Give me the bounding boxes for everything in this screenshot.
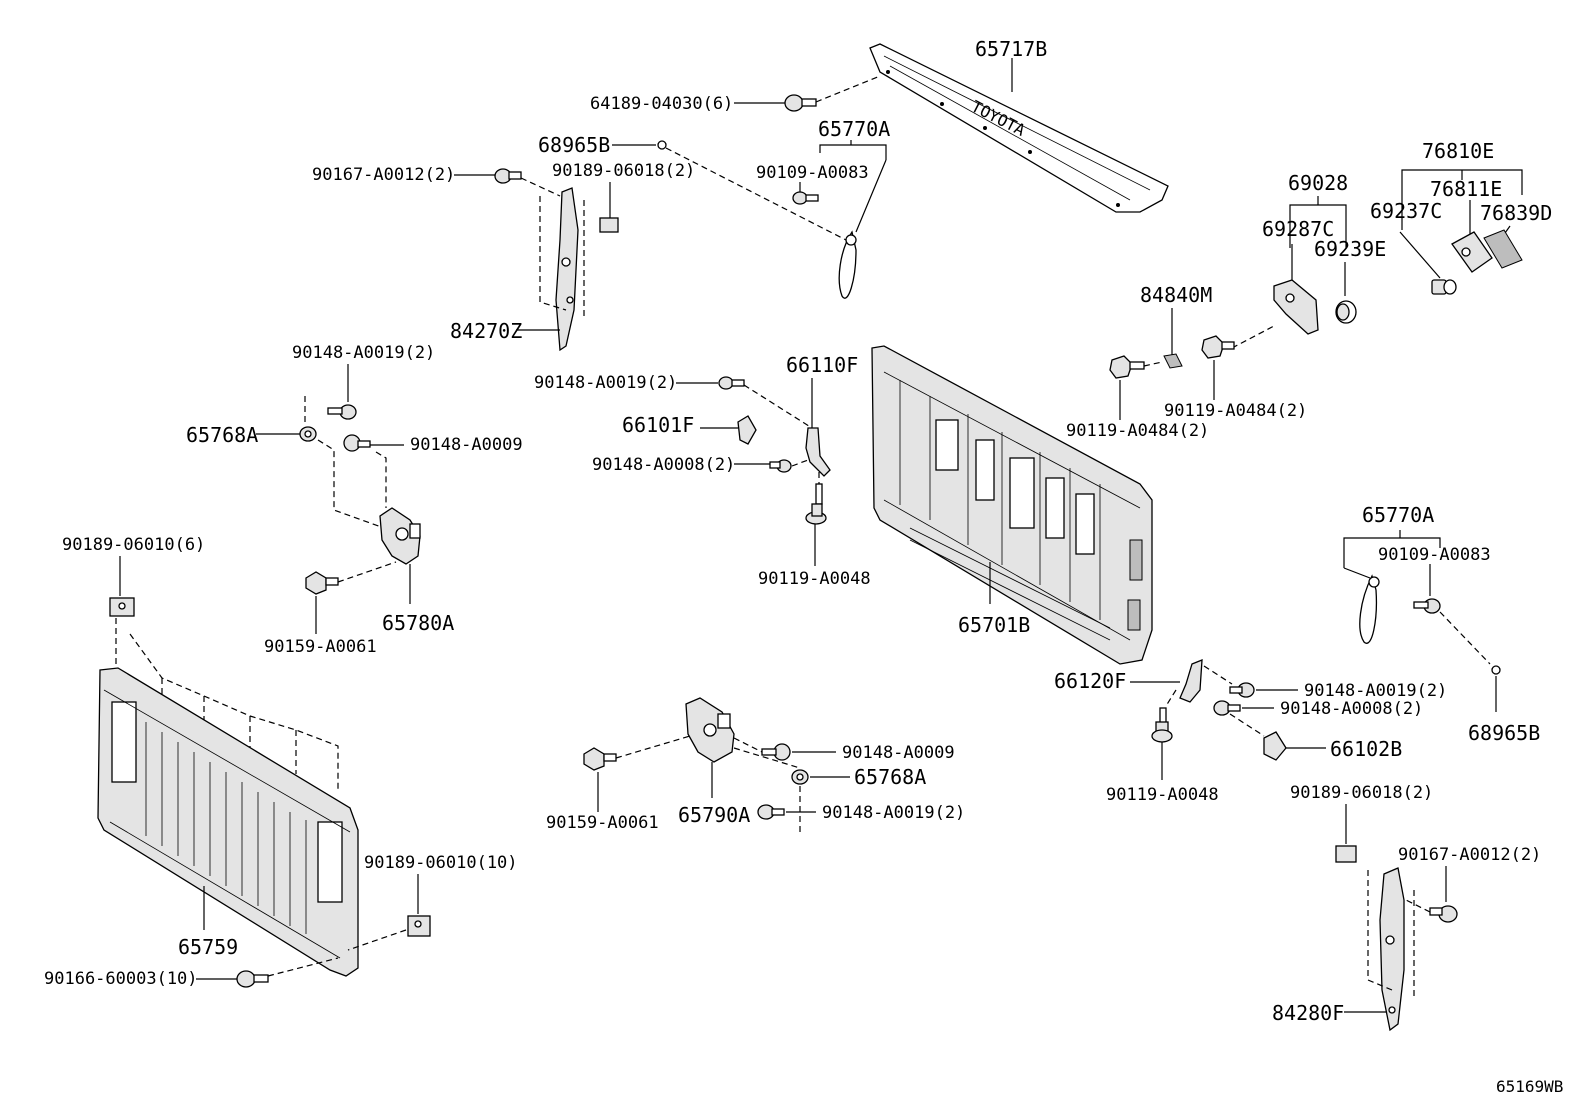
emblem-bracket-76811e-part (1451, 231, 1493, 273)
label-66120f: 66120F (1054, 669, 1126, 693)
label-90148-a0009-bottom: 90148-A0009 (842, 743, 955, 763)
label-84270z: 84270Z (450, 319, 522, 343)
label-69287c: 69287C (1262, 217, 1334, 241)
label-90148-a0009-left: 90148-A0009 (410, 435, 523, 455)
label-90189-06018-top: 90189-06018(2) (552, 161, 695, 181)
bracket-84280f-part (1379, 867, 1405, 1032)
support-cable-top-part (838, 230, 857, 299)
label-90159-a0061-left: 90159-A0061 (264, 637, 377, 657)
label-65768a-left: 65768A (186, 423, 258, 447)
label-65768a-bottom: 65768A (854, 765, 926, 789)
label-90166-60003: 90166-60003(10) (44, 969, 198, 989)
label-90109-a0083-right: 90109-A0083 (1378, 545, 1491, 565)
label-66110f: 66110F (786, 353, 858, 377)
label-65770a-right: 65770A (1362, 503, 1434, 527)
label-90148-a0019-bottom: 90148-A0019(2) (822, 803, 965, 823)
clip-90189-06018-top (599, 217, 619, 233)
bolt-90119-a0048-right (1151, 707, 1173, 743)
label-90167-a0012-left: 90167-A0012(2) (312, 165, 455, 185)
label-90159-a0061-bottom: 90159-A0061 (546, 813, 659, 833)
label-76811e: 76811E (1430, 177, 1502, 201)
clip-90189-06010-6 (109, 597, 135, 617)
bolt-90148-a0019-right (1229, 682, 1255, 698)
cover-66101f-part (737, 415, 757, 445)
handle-case-69287c-part (1273, 279, 1319, 335)
latch-65790a-part (685, 697, 735, 763)
bolt-64189-part (784, 94, 817, 112)
bolt-90148-a0008-mid (769, 459, 792, 473)
label-90119-a0484-left: 90119-A0484(2) (1066, 421, 1209, 441)
bolt-90148-a0009-bottom (761, 743, 791, 761)
bolt-90119-a0484-left (1109, 355, 1145, 379)
label-90167-a0012-right: 90167-A0012(2) (1398, 845, 1541, 865)
bolt-90159-a0061-left (305, 571, 339, 595)
bolt-90148-a0019-bottom (757, 804, 785, 820)
label-65759: 65759 (178, 935, 238, 959)
tailgate-top-protector-part: TOYOTA (869, 43, 1169, 213)
label-90148-a0019-mid: 90148-A0019(2) (534, 373, 677, 393)
label-76839d: 76839D (1480, 201, 1552, 225)
label-90189-06018-right: 90189-06018(2) (1290, 783, 1433, 803)
wire-clip-84840m (1163, 353, 1183, 369)
bolt-90119-a0484-right (1201, 335, 1235, 359)
diagram-code: 65169WB (1496, 1077, 1563, 1096)
bolt-90167-a0012-right (1429, 905, 1458, 923)
label-90148-a0008-right: 90148-A0008(2) (1280, 699, 1423, 719)
label-69237c: 69237C (1370, 199, 1442, 223)
bolt-90109-top (792, 191, 819, 205)
label-90148-a0019-right: 90148-A0019(2) (1304, 681, 1447, 701)
label-66101f: 66101F (622, 413, 694, 437)
label-65717b: 65717B (975, 37, 1047, 61)
latch-65780a-part (379, 507, 421, 565)
clip-65768a-left (299, 426, 317, 442)
cap-69239e-part (1335, 300, 1357, 324)
label-90119-a0484-right: 90119-A0484(2) (1164, 401, 1307, 421)
bolt-90148-a0019-left (327, 404, 357, 420)
bracket-84270z-part (555, 187, 579, 352)
label-68965b-top: 68965B (538, 133, 610, 157)
label-65790a: 65790A (678, 803, 750, 827)
label-66102b: 66102B (1330, 737, 1402, 761)
label-64189-04030: 64189-04030(6) (590, 94, 733, 114)
label-65701b: 65701B (958, 613, 1030, 637)
label-90119-a0048-right: 90119-A0048 (1106, 785, 1219, 805)
emblem-76839d-part (1483, 229, 1523, 269)
label-90109-a0083-top: 90109-A0083 (756, 163, 869, 183)
latch-arm-66120f-part (1179, 659, 1203, 703)
clip-90189-06018-right (1335, 845, 1357, 863)
inner-panel-65759-part (97, 667, 359, 977)
bolt-90109-a0083-right (1413, 598, 1441, 614)
bolt-90119-a0048-mid (805, 483, 827, 525)
support-cable-right-part (1359, 574, 1380, 644)
grommet-68965b-right (1491, 665, 1501, 675)
tailgate-panel-65701b-part (871, 345, 1153, 665)
bolt-90167-left (494, 168, 522, 184)
screw-90166-60003 (236, 970, 269, 988)
label-90148-a0019-left: 90148-A0019(2) (292, 343, 435, 363)
clip-65768a-bottom (791, 769, 809, 785)
label-90189-06010-10: 90189-06010(10) (364, 853, 518, 873)
label-65770a-top: 65770A (818, 117, 890, 141)
label-84840m: 84840M (1140, 283, 1212, 307)
bolt-90148-a0008-right (1213, 700, 1241, 716)
grommet-68965b-top (657, 140, 667, 150)
bolt-90148-a0019-mid (718, 376, 745, 390)
label-65780a: 65780A (382, 611, 454, 635)
clip-90189-06010-10 (407, 915, 431, 937)
bolt-90148-a0009-left (343, 434, 371, 452)
latch-arm-66110f-part (805, 427, 831, 477)
label-90119-a0048-mid: 90119-A0048 (758, 569, 871, 589)
label-69239e: 69239E (1314, 237, 1386, 261)
label-68965b-right: 68965B (1468, 721, 1540, 745)
label-84280f: 84280F (1272, 1001, 1344, 1025)
label-76810e: 76810E (1422, 139, 1494, 163)
cover-66102b-part (1263, 731, 1287, 761)
label-69028: 69028 (1288, 171, 1348, 195)
bolt-90159-a0061-bottom (583, 747, 617, 771)
label-90189-06010-6: 90189-06010(6) (62, 535, 205, 555)
nut-69237c-part (1431, 279, 1457, 295)
label-90148-a0008-mid: 90148-A0008(2) (592, 455, 735, 475)
